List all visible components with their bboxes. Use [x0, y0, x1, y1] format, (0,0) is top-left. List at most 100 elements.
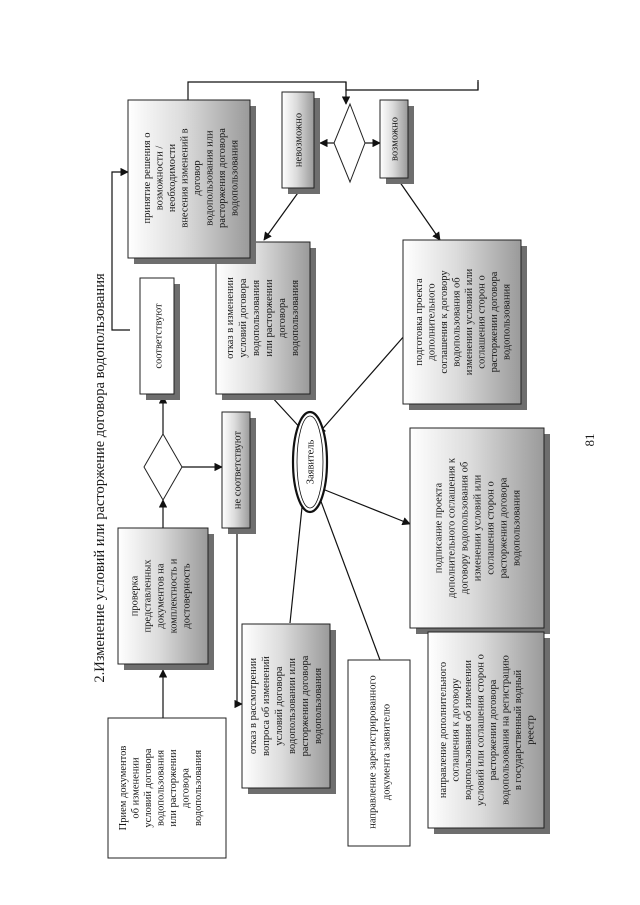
node-notmatch-box: [221, 411, 251, 529]
node-label-line: водопользовании или: [287, 658, 298, 754]
node-label-line: Прием документов: [118, 746, 129, 831]
node-label-line: реестр: [525, 715, 536, 744]
node-label-possible: возможно: [390, 117, 401, 161]
node-label-line: или расторжении: [168, 749, 179, 827]
node-label-line: изменении условий или: [473, 474, 484, 581]
node-prepare-box: [402, 239, 522, 405]
node-applicant: Заявитель: [291, 410, 329, 514]
node-label-line: условий договора: [274, 666, 285, 745]
node-decision-box: [127, 99, 251, 259]
node-label-line: соглашения сторон о: [476, 275, 487, 368]
node-label-line: невозможно: [294, 113, 305, 167]
node-label-line: достоверность: [182, 563, 193, 628]
node-label-line: дополнительного: [426, 283, 437, 360]
node-label-line: представленных: [143, 559, 154, 633]
node-impossible: невозможно: [281, 91, 320, 194]
node-label-line: направление зарегистрированного: [368, 675, 379, 829]
node-label-line: комплектность и: [169, 558, 180, 633]
node-label-line: расторжении договора: [489, 271, 500, 372]
node-refuse-box: [241, 623, 331, 789]
node-label-line: расторжении договора: [300, 655, 311, 756]
node-label-line: возможности /: [154, 146, 165, 211]
connector-possible-prepare: [396, 177, 441, 241]
node-label-line: водопользования: [229, 140, 240, 216]
connector-decision-diamond2: [187, 81, 351, 105]
connector-top-right: [345, 82, 479, 91]
connector-refuse-applicant: [289, 487, 308, 624]
node-label-line: водопользования: [501, 284, 512, 360]
node-label-match: соответствуют: [154, 303, 165, 369]
node-label-line: соглашения к договору: [450, 678, 461, 782]
node-label-line: договору водопользования об: [460, 462, 471, 594]
connector-sendreg-applicant: [314, 487, 381, 661]
diagram-title: 2.Изменение условий или расторжение дого…: [92, 273, 108, 683]
node-label-line: отказ в изменении: [225, 277, 236, 359]
node-label-line: договора: [181, 768, 192, 808]
node-label-line: возможно: [390, 117, 401, 161]
node-impossible-box: [281, 91, 315, 189]
node-label-line: водопользования об изменении: [463, 660, 474, 800]
node-label-line: водопользования: [512, 490, 523, 566]
node-label-line: подготовка проекта: [414, 278, 425, 366]
node-label-line: изменении условий или: [464, 268, 475, 375]
node-label-applicant: Заявитель: [306, 439, 317, 484]
node-label-line: или расторжении: [264, 279, 275, 357]
node-possible-box: [379, 99, 409, 179]
node-match: соответствуют: [139, 277, 180, 400]
node-label-line: об изменении: [131, 757, 142, 819]
page-number: 81: [582, 434, 597, 447]
node-label-line: вопроса об изменений: [261, 656, 272, 756]
node-label-line: отказ в рассмотрении: [248, 658, 259, 755]
connector-match-decision: [111, 167, 130, 331]
node-label-not-match: не соответствуют: [233, 431, 244, 510]
node-label-line: договора: [277, 298, 288, 338]
node-label-line: водопользования или: [204, 130, 215, 226]
node-applicant-ellipse: [291, 410, 329, 514]
node-label-line: в государственный водный: [513, 669, 524, 790]
node-label-line: условий договора: [238, 278, 249, 357]
node-not-match: не соответствуют: [221, 411, 256, 534]
connector-impossible-refusechange: [263, 189, 301, 241]
node-label-line: расторжении договора: [488, 679, 499, 780]
node-label-line: не соответствуют: [233, 431, 244, 510]
node-label-line: водопользования: [313, 668, 324, 744]
node-label-line: водопользования об: [451, 277, 462, 366]
node-label-line: водопользования: [156, 750, 167, 826]
node-label-line: документа заявителю: [382, 704, 393, 800]
node-label-line: водопользования: [251, 280, 262, 356]
node-label-line: дополнительного соглашения к: [447, 457, 458, 598]
decision-diamond-check: [143, 432, 183, 502]
node-label-line: проверка: [130, 575, 141, 616]
node-label-line: соответствуют: [154, 303, 165, 369]
node-label-line: расторжения договора: [217, 128, 228, 228]
node-label-line: водопользования: [193, 750, 204, 826]
node-sendregistry-box: [427, 631, 545, 829]
node-possible: возможно: [379, 99, 414, 184]
node-label-line: Заявитель: [306, 439, 317, 484]
decision-diamond-possibility: [333, 102, 366, 184]
node-sendreg-box: [347, 659, 411, 847]
node-label-line: условий договора: [143, 748, 154, 827]
node-label-line: внесения изменений в: [179, 128, 190, 227]
connector-notmatch-refuse: [234, 530, 243, 709]
connector-applicant-sign: [324, 489, 411, 526]
node-sign-box: [409, 427, 545, 629]
node-check-box: [117, 527, 209, 665]
node-receive-box: [107, 717, 227, 859]
node-label-line: соглашения к договору: [439, 270, 450, 374]
